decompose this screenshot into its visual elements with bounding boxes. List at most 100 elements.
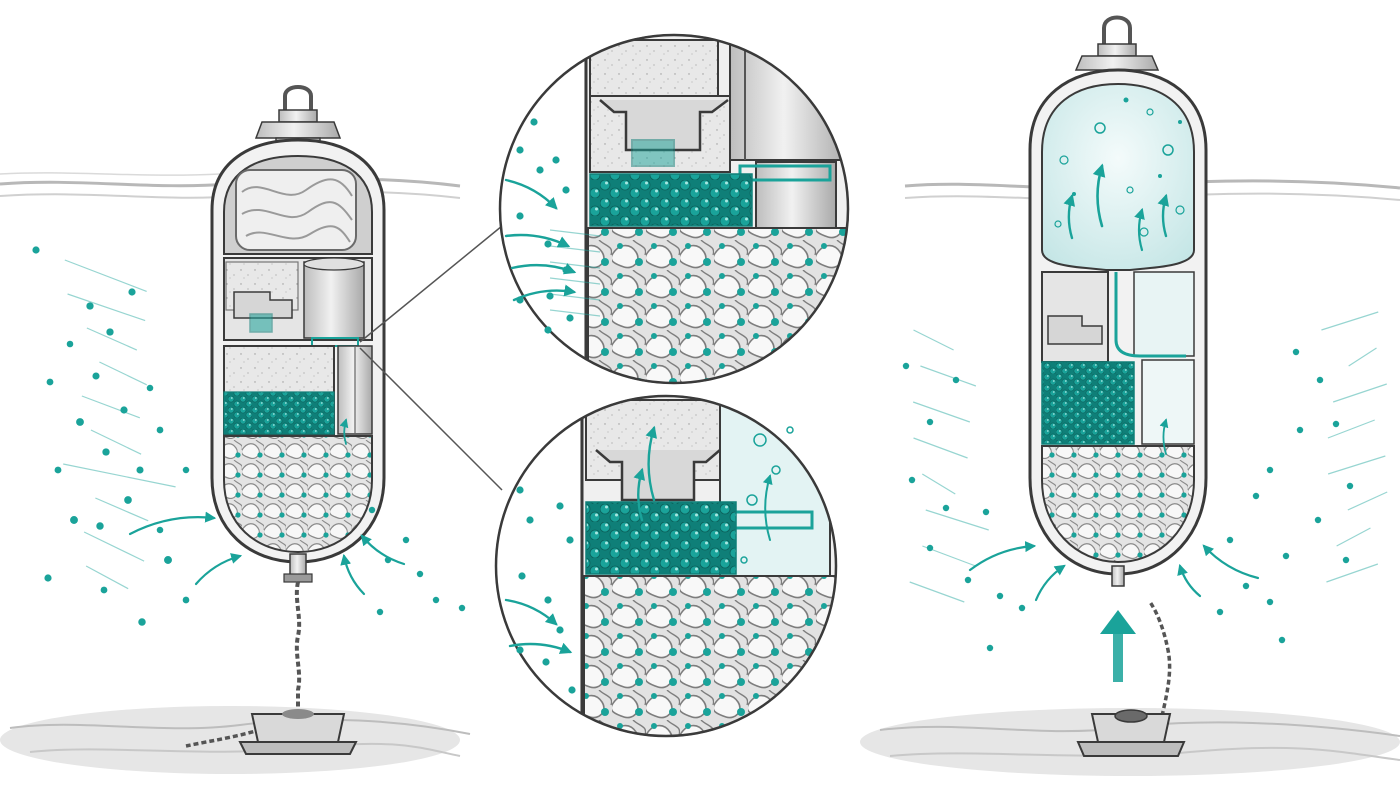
water-particle [516, 146, 524, 154]
water-streak [85, 565, 129, 590]
gas-arrow-icon [339, 418, 349, 445]
inflow-arrow-icon [128, 511, 217, 536]
water-streak [913, 437, 968, 459]
inflow-arrow-icon [510, 263, 577, 275]
water-streak [549, 261, 601, 269]
inflow-arrow-icon [508, 642, 573, 654]
water-particle [1346, 482, 1354, 490]
inflow-arrow-icon [360, 534, 406, 566]
water-particle [982, 508, 990, 516]
water-particle [1342, 556, 1350, 564]
water-particle [182, 596, 190, 604]
water-particle [100, 586, 108, 594]
right-buoy [1028, 15, 1208, 587]
gas-arrow-icon [645, 425, 657, 502]
water-particle [518, 572, 526, 580]
water-particle [146, 384, 154, 392]
inflow-arrow-icon [512, 284, 577, 302]
water-particle [1316, 376, 1324, 384]
water-streak [1347, 491, 1388, 511]
water-particle [458, 604, 466, 612]
water-particle [546, 292, 554, 300]
ascent-arrow-icon [1100, 610, 1136, 682]
water-particle [562, 186, 570, 194]
anchor-weight-icon [1076, 709, 1186, 757]
water-particle [516, 646, 524, 654]
water-streak [549, 293, 601, 301]
gas-arrow-icon [762, 474, 773, 541]
water-particle [124, 496, 132, 504]
water-particle [986, 644, 994, 652]
seabed-left [0, 706, 471, 774]
water-particle [526, 516, 534, 524]
water-particle [138, 618, 146, 626]
water-streak [922, 545, 976, 567]
left-buoy [210, 85, 386, 583]
inflow-arrow-icon [194, 553, 243, 586]
water-particle [544, 596, 552, 604]
rope-icon [1148, 601, 1172, 717]
water-particle [556, 502, 564, 510]
gas-arrow-icon [1159, 418, 1169, 455]
water-particle [76, 418, 84, 426]
water-streak [925, 509, 989, 531]
gas-bubble [786, 426, 794, 434]
water-particle [1292, 348, 1300, 356]
water-particle [556, 626, 564, 634]
water-particle [54, 466, 62, 474]
inflow-arrow-icon [1177, 563, 1202, 598]
water-particle [516, 212, 524, 220]
water-streak [920, 365, 977, 387]
water-particle [1266, 598, 1274, 606]
water-streak [99, 361, 147, 386]
water-streak [1327, 419, 1375, 439]
water-particle [376, 608, 384, 616]
gas-bubble [746, 494, 758, 506]
water-streak [1332, 383, 1387, 403]
water-particle [926, 418, 934, 426]
water-streak [1326, 563, 1379, 583]
water-particle [368, 506, 376, 514]
flow-particles-layer [32, 118, 1388, 694]
water-streak [549, 245, 601, 253]
water-particle [1018, 604, 1026, 612]
gas-arrow-icon [1063, 193, 1075, 240]
water-particle [66, 340, 74, 348]
gas-bubble [753, 433, 767, 447]
water-particle [106, 328, 114, 336]
water-particle [1282, 552, 1290, 560]
water-particle [1296, 426, 1304, 434]
water-streak [90, 429, 142, 455]
water-streak [86, 327, 138, 351]
water-particle [516, 486, 524, 494]
water-streak [913, 329, 954, 351]
water-particle [1332, 420, 1340, 428]
water-streak [1348, 347, 1377, 367]
water-particle [102, 448, 110, 456]
water-streak [81, 395, 141, 419]
water-particle [908, 476, 916, 484]
water-streak [67, 293, 146, 322]
water-particle [530, 118, 538, 126]
gas-bubble [771, 465, 781, 475]
water-particle [32, 246, 40, 254]
water-streak [912, 401, 971, 423]
inflow-arrow-icon [340, 553, 366, 596]
detail-bottom [494, 394, 838, 738]
inflow-arrow-icon [1034, 564, 1066, 602]
water-particle [86, 302, 94, 310]
water-particle [544, 240, 552, 248]
water-streak [1336, 527, 1371, 547]
water-particle [552, 156, 560, 164]
water-particle [1216, 608, 1224, 616]
water-particle [542, 658, 550, 666]
shackle-icon [1074, 15, 1160, 71]
gas-arrow-icon [1134, 207, 1145, 252]
water-particle [44, 574, 52, 582]
water-particle [164, 556, 172, 564]
water-streak [95, 497, 149, 522]
water-particle [1266, 466, 1274, 474]
gas-arrow-icon [1092, 163, 1106, 228]
inflow-arrow-icon [504, 233, 571, 248]
inflow-arrow-icon [1202, 544, 1260, 580]
